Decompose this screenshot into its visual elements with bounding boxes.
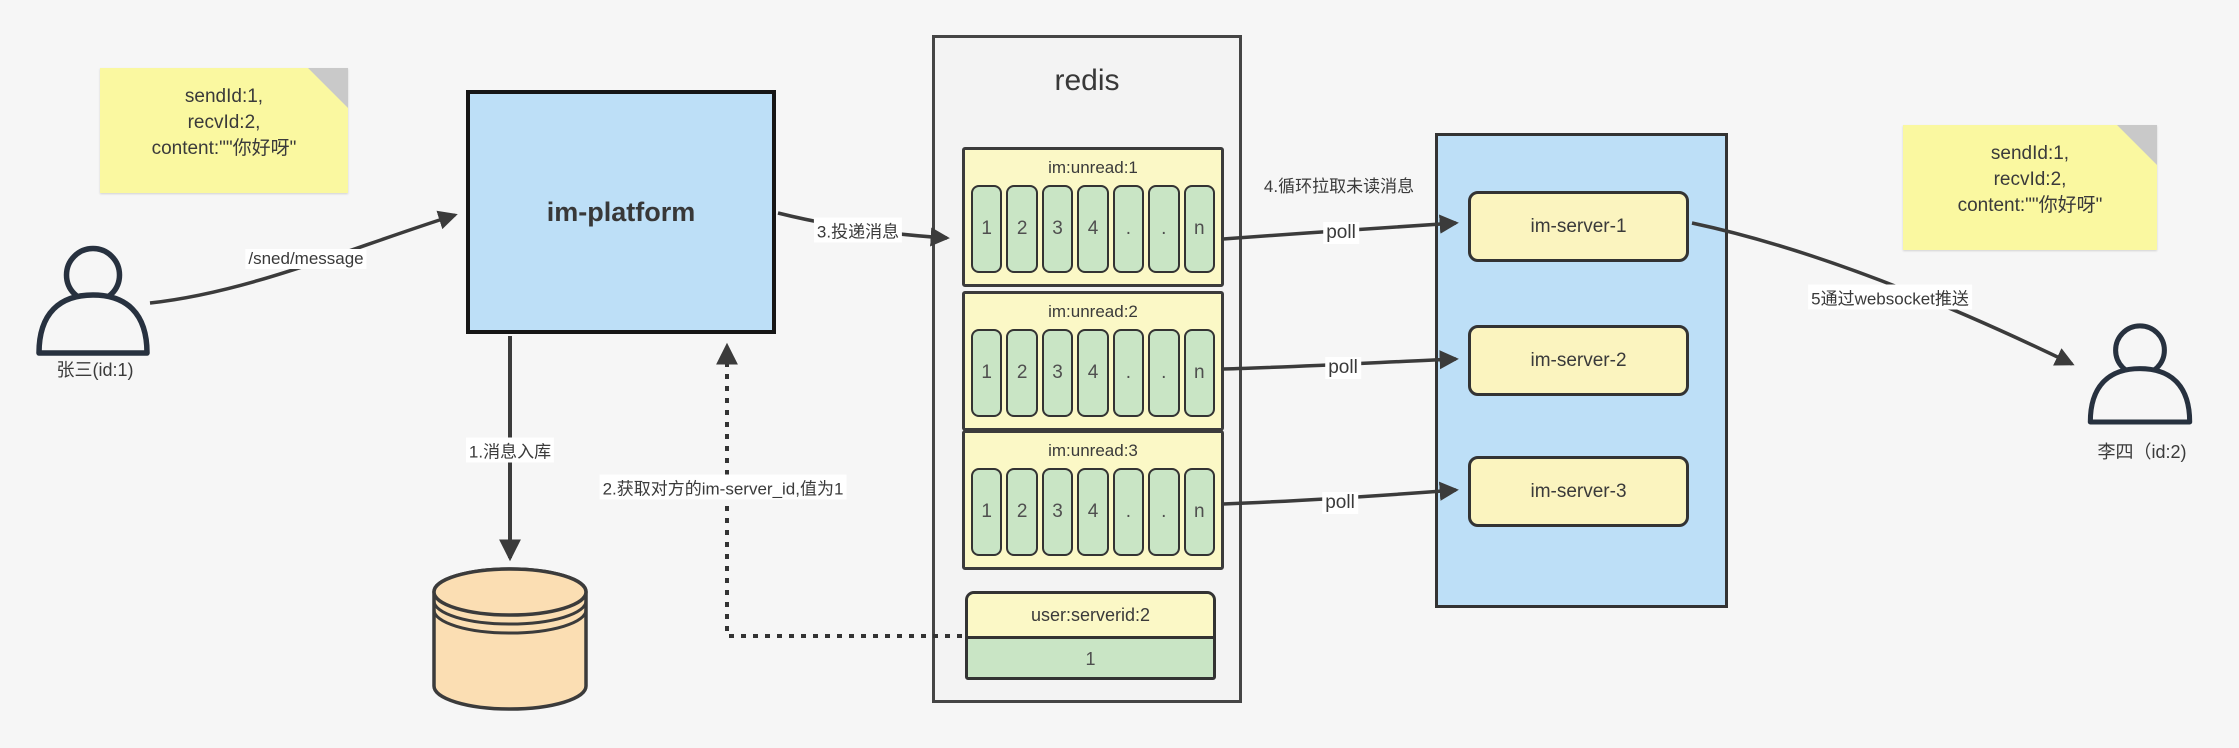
queue-cell: . (1112, 468, 1145, 556)
kv-value: 1 (1085, 649, 1096, 669)
queue-cell: 2 (1006, 185, 1038, 273)
note-line: recvId:2, (1993, 169, 2067, 190)
queue-cell: . (1148, 468, 1180, 556)
edge-websocket-push (1691, 221, 2075, 366)
redis-title: redis (1054, 64, 1120, 97)
sticky-note-push: sendId:1, recvId:2, content:""你好呀" (1903, 125, 2157, 250)
queue-cell: 2 (1006, 468, 1038, 556)
queue-cell: 4 (1077, 329, 1109, 417)
edge-label-step1: 1.消息入库 (465, 437, 555, 463)
queue-cell: 3 (1041, 468, 1074, 556)
kv-key-label: user:serverid:2 (968, 594, 1213, 639)
queue-cell: 1 (971, 329, 1003, 417)
im-server-cluster: im-server-1 im-server-2 im-server-3 (1435, 133, 1728, 608)
queue-cell: 3 (1041, 185, 1074, 273)
im-server-3-label: im-server-3 (1530, 480, 1627, 502)
queue-cell: 4 (1077, 185, 1109, 273)
edge-label-poll-1: poll (1323, 222, 1359, 244)
redis-queue-unread-3: im:unread:3 1 2 3 4 . . n (962, 430, 1224, 570)
im-server-2-node: im-server-2 (1468, 325, 1689, 396)
sender-person-icon (36, 245, 150, 356)
edge-label-step3: 3.投递消息 (813, 217, 903, 243)
edge-label-step2: 2.获取对方的im-server_id,值为1 (599, 474, 847, 500)
note-line: content:""你好呀" (1957, 195, 2103, 216)
receiver-label: 李四（id:2) (2097, 442, 2187, 462)
queue-cell: . (1112, 329, 1145, 417)
im-server-2-label: im-server-2 (1530, 349, 1627, 371)
im-server-1-node: im-server-1 (1468, 191, 1689, 262)
note-line: content:""你好呀" (151, 138, 297, 159)
queue-key-label: im:unread:1 (1048, 158, 1138, 177)
queue-cell: . (1148, 185, 1180, 273)
queue-key-label: im:unread:2 (1048, 302, 1138, 321)
edge-label-step4: 4.循环拉取未读消息 (1263, 176, 1415, 196)
im-platform-node: im-platform (466, 90, 776, 334)
queue-cell: n (1183, 329, 1215, 417)
redis-container: redis im:unread:1 1 2 3 4 . . n im:unrea… (932, 35, 1242, 703)
note-line: recvId:2, (187, 112, 261, 133)
im-server-3-node: im-server-3 (1468, 456, 1689, 527)
queue-cell: n (1183, 185, 1215, 273)
mysql-database-icon (432, 567, 588, 711)
im-platform-label: im-platform (546, 196, 696, 227)
queue-cell: 3 (1041, 329, 1074, 417)
edge-label-send: /sned/message (245, 249, 367, 269)
note-line: sendId:1, (1990, 143, 2070, 164)
edge-label-poll-2: poll (1325, 357, 1361, 379)
sender-label: 张三(id:1) (56, 360, 134, 380)
edge-label-poll-3: poll (1322, 492, 1358, 514)
queue-cell: 1 (971, 468, 1003, 556)
queue-key-label: im:unread:3 (1048, 441, 1138, 460)
queue-cell: . (1148, 329, 1180, 417)
note-line: sendId:1, (184, 86, 264, 107)
sticky-note-request: sendId:1, recvId:2, content:""你好呀" (100, 68, 348, 193)
im-server-1-label: im-server-1 (1530, 215, 1627, 237)
queue-cell: 2 (1006, 329, 1038, 417)
queue-cell: 1 (971, 185, 1003, 273)
redis-queue-unread-1: im:unread:1 1 2 3 4 . . n (962, 147, 1224, 287)
queue-cell: n (1183, 468, 1215, 556)
queue-cell: 4 (1077, 468, 1109, 556)
redis-queue-unread-2: im:unread:2 1 2 3 4 . . n (962, 291, 1224, 431)
redis-kv-user-serverid: user:serverid:2 1 (965, 591, 1216, 680)
receiver-person-icon (2087, 323, 2193, 425)
edge-label-step5: 5通过websocket推送 (1808, 284, 1972, 310)
queue-cell: . (1112, 185, 1145, 273)
